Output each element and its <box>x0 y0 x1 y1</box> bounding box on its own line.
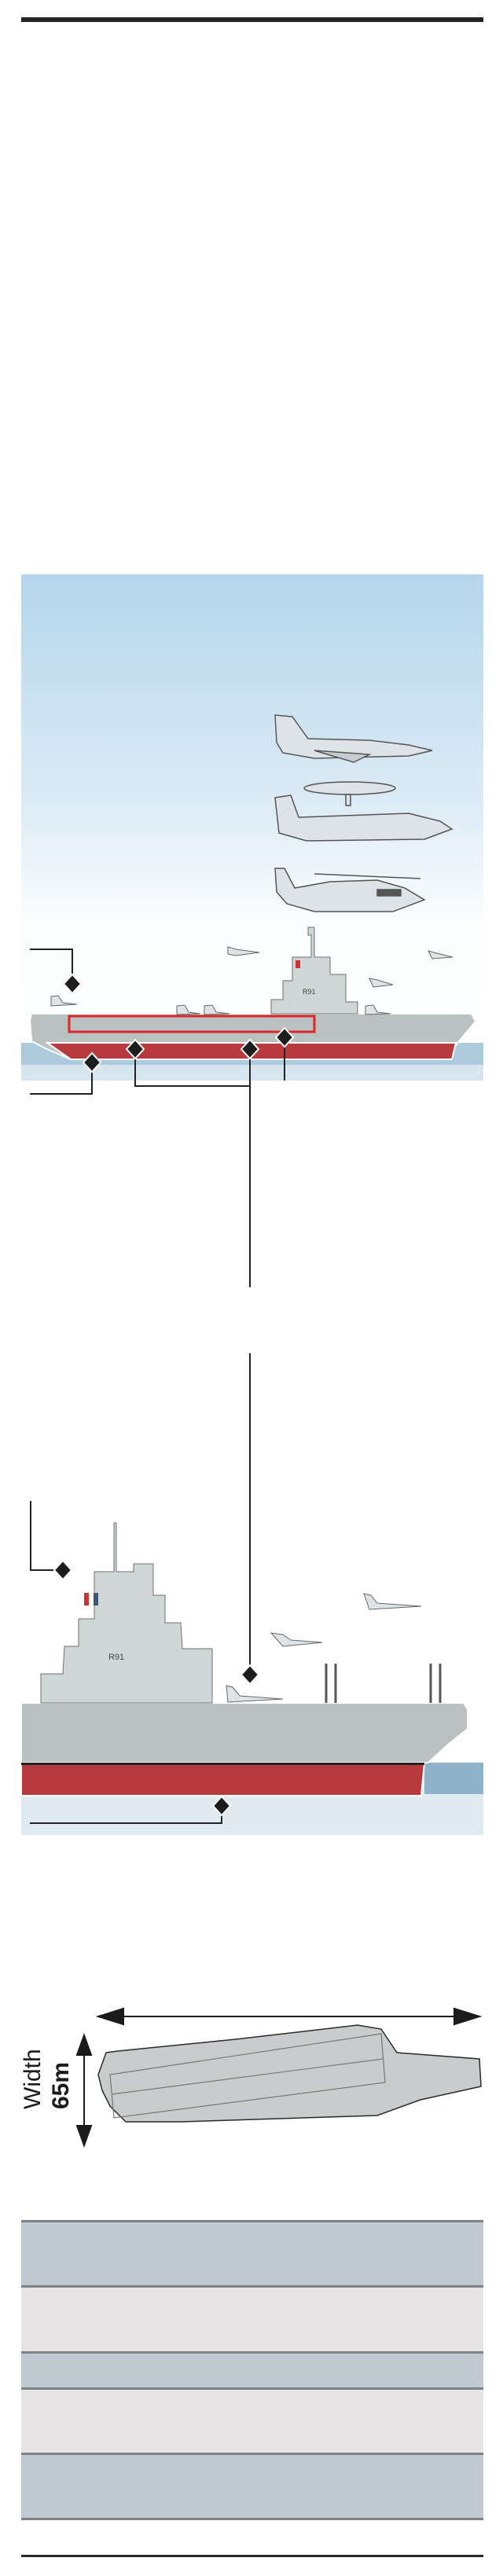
table-row <box>21 2453 483 2520</box>
callout-diamond <box>274 1026 295 1048</box>
callout-diamond <box>53 1559 73 1581</box>
callout-markers <box>53 1559 260 1817</box>
deck-antennas <box>325 1664 442 1703</box>
callout-markers <box>62 973 295 1073</box>
parked-aircraft-icons <box>50 946 453 1015</box>
flag-icon <box>84 1593 98 1605</box>
callout-lines <box>30 949 285 1287</box>
hull-upper <box>20 1702 468 1763</box>
aircraft-icons <box>226 1593 422 1703</box>
hawkeye-aircraft-icon <box>274 781 453 842</box>
callout-diamond <box>82 1051 102 1073</box>
island-superstructure <box>40 1522 213 1704</box>
callout-diamond <box>240 1664 260 1686</box>
hull-red <box>20 1762 426 1796</box>
hull-number: R91 <box>303 988 316 996</box>
flight-deck-outline <box>97 2024 482 2123</box>
island-superstructure <box>270 927 358 1015</box>
carrier-closeup-view: R91 <box>20 1353 483 1835</box>
flag-icon <box>296 960 300 968</box>
length-arrow <box>95 2007 483 2026</box>
rafale-jet-icon <box>274 714 433 763</box>
top-rule <box>21 17 483 22</box>
table-row <box>21 2351 483 2388</box>
helicopter-icon <box>274 868 426 912</box>
table-row <box>21 2387 483 2453</box>
callout-diamond <box>211 1795 232 1817</box>
aircraft-illustrations <box>274 714 453 912</box>
hangar-highlight <box>68 1015 316 1033</box>
carrier-side-view: R91 <box>21 927 483 1287</box>
table-row <box>21 2220 483 2287</box>
callout-diamond <box>125 1038 145 1060</box>
width-arrow <box>75 2033 93 2148</box>
width-label: Width <box>20 2049 46 2109</box>
bottom-rule <box>21 2555 483 2557</box>
callout-diamond <box>240 1038 260 1060</box>
table-row <box>21 2285 483 2352</box>
callout-diamond <box>62 973 83 995</box>
carrier-plan-view <box>75 2007 483 2148</box>
width-value: 65m <box>48 2061 74 2109</box>
hull-number: R91 <box>108 1653 124 1662</box>
